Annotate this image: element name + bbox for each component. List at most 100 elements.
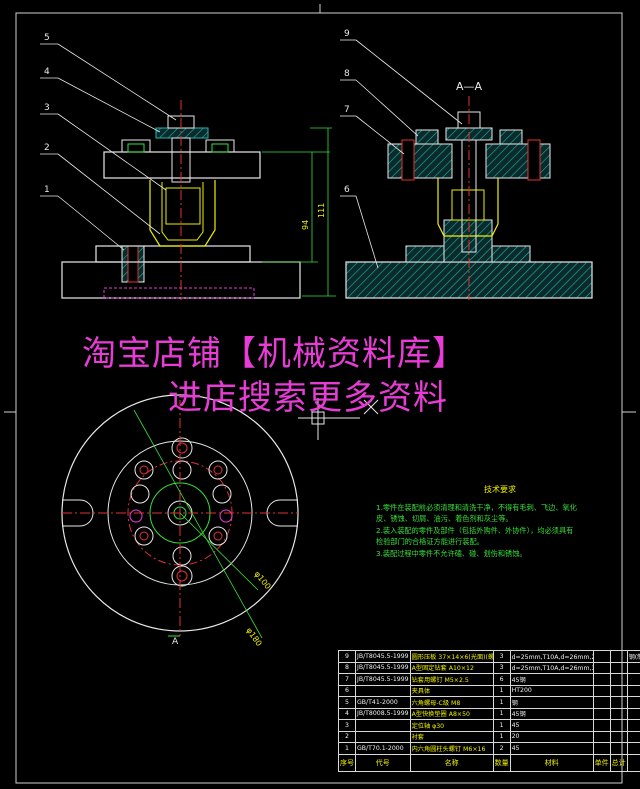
bom-cell <box>609 742 628 755</box>
bom-cell: 45钢 <box>509 707 594 720</box>
cad-cursor <box>298 398 379 440</box>
bom-cell <box>626 673 640 686</box>
bom-cell: 1 <box>492 719 511 732</box>
bom-cell: GB/T70.1-2000 <box>355 742 411 755</box>
bom-cell: 钻套用螺钉 M5×2.5 <box>409 673 494 686</box>
watermark-line-1: 淘宝店铺【机械资料库】 <box>82 334 467 374</box>
bom-cell: HT200 <box>509 684 594 697</box>
tech-requirements: 技术要求 1.零件在装配前必须清理和清洗干净，不得有毛刺、飞边、氧化 皮、锈蚀、… <box>376 484 624 559</box>
bom-cell <box>609 673 628 686</box>
callout-3: 3 <box>44 103 50 113</box>
callout-5: 5 <box>44 33 50 43</box>
bom-cell <box>609 650 628 663</box>
callout-4: 4 <box>44 67 50 77</box>
front-view: 94 111 5 4 3 2 1 <box>40 33 336 300</box>
bom-cell: 1 <box>338 742 356 755</box>
dim-phi180: φ180 <box>244 626 263 648</box>
base-recess <box>103 287 255 299</box>
bom-cell: 六角螺母-C级 M8 <box>409 696 494 709</box>
bom-cell: 定位轴 φ30 <box>409 719 494 732</box>
bom-cell <box>626 696 640 709</box>
bom-cell <box>592 696 611 709</box>
bom-cell: 1 <box>492 730 511 743</box>
bom-cell: 1 <box>492 684 511 697</box>
top-view: A φ100 φ180 <box>61 394 299 648</box>
tech-line-4: 检验部门的合格证方能进行装配。 <box>376 537 484 546</box>
bom-cell: 1 <box>492 696 511 709</box>
bom-cell: JB/T8045.5-1999 <box>355 650 411 663</box>
tech-line-1: 1.零件在装配前必须清理和清洗干净，不得有毛刺、飞边、氧化 <box>376 502 577 512</box>
bom-cell <box>609 719 628 732</box>
bom-cell <box>609 696 628 709</box>
drill-bushings <box>129 437 233 587</box>
bom-cell <box>626 742 640 755</box>
bom-cell: 衬套 <box>409 730 494 743</box>
bom-cell: 4 <box>338 707 356 720</box>
bom-header-cell: 数量 <box>492 753 511 772</box>
bom-cell: 45 <box>509 719 594 732</box>
bom-cell <box>592 650 611 663</box>
tech-requirements-title: 技术要求 <box>484 485 516 494</box>
bom-header-cell: 备注 <box>626 753 640 772</box>
section-view: A—A 9 8 7 6 <box>340 29 593 300</box>
tech-line-3: 2.装入装配的零件及部件（包括外购件、外协件），均必须具有 <box>376 525 574 535</box>
watermark-line-2: 进店搜索更多资料 <box>168 378 448 418</box>
bom-cell <box>355 684 411 697</box>
bom-cell: 45钢 <box>509 673 594 686</box>
bom-cell: d=25mm,T10A,d=26mm,30圆 <box>509 661 594 674</box>
bom-cell <box>355 730 411 743</box>
section-label: A—A <box>456 80 483 93</box>
bom-cell: JB/T8045.5-1999 <box>355 673 411 686</box>
bom-cell <box>609 730 628 743</box>
bom-header-cell: 单件 <box>592 753 611 772</box>
bom-header-cell: 代号 <box>355 753 411 772</box>
bom-cell <box>592 661 611 674</box>
bom-cell: 夹具体 <box>409 684 494 697</box>
bom-cell: 2 <box>492 742 511 755</box>
bom-cell <box>626 707 640 720</box>
bom-header-cell: 材料 <box>509 753 594 772</box>
bom-cell: 6 <box>492 673 511 686</box>
bom-cell <box>592 673 611 686</box>
bom-cell <box>609 707 628 720</box>
bom-cell <box>592 684 611 697</box>
bom-cell <box>592 730 611 743</box>
bom-cell: 6 <box>338 684 356 697</box>
tech-line-5: 3.装配过程中零件不允许磕、碰、划伤和锈蚀。 <box>376 548 527 558</box>
dim-111: 111 <box>317 203 326 218</box>
bom-cell: 45 <box>509 742 594 755</box>
bom-cell: JB/T8045.5-1999 <box>355 661 411 674</box>
callout-6: 6 <box>344 185 350 195</box>
callout-9: 9 <box>344 29 350 39</box>
bom-cell: 圆形压板 37×14×6(光面)(螺纹孔) <box>409 650 494 663</box>
bom-cell: 8 <box>338 661 356 674</box>
tech-line-2: 皮、锈蚀、切屑、油污、着色剂和灰尘等。 <box>376 514 513 523</box>
bom-header-row: 序号代号名称数量材料单件总计备注 <box>338 753 640 772</box>
bom-cell: 7 <box>338 673 356 686</box>
bom-cell <box>609 661 628 674</box>
bom-cell <box>626 661 640 674</box>
bom-cell <box>609 684 628 697</box>
bom-cell: JB/T8008.5-1999 <box>355 707 411 720</box>
bom-cell: A型固定钻套 A10×12 <box>409 661 494 674</box>
bom-cell: 钢 <box>509 696 594 709</box>
bom-cell <box>626 730 640 743</box>
dim-94: 94 <box>301 220 310 230</box>
callout-7: 7 <box>344 105 350 115</box>
bom-cell <box>592 707 611 720</box>
bom-cell: A型快换垫圈 A8×50 <box>409 707 494 720</box>
bom-cell: GB/T41-2000 <box>355 696 411 709</box>
bom-cell: 内六角圆柱头螺钉 M6×16 <box>409 742 494 755</box>
bom-cell <box>592 742 611 755</box>
bom-cell: 2 <box>338 730 356 743</box>
bom-header-cell: 名称 <box>409 753 494 772</box>
bom-cell: 3 <box>492 661 511 674</box>
